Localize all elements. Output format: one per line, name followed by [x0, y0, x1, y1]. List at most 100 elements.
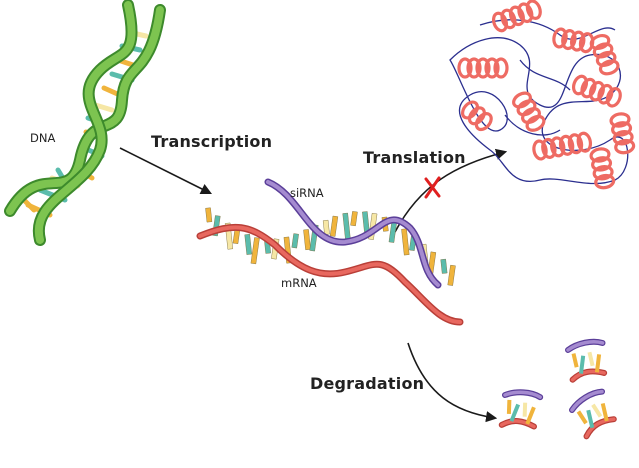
translation-arrow — [394, 148, 508, 233]
alpha-helix — [589, 33, 620, 76]
duplex-base — [232, 228, 241, 244]
helix-turn — [484, 57, 500, 79]
alpha-helix — [532, 131, 593, 161]
helix-turn — [611, 121, 633, 137]
helix-turn — [541, 137, 557, 159]
alpha-helix — [609, 112, 636, 155]
degraded-rna-fragments — [498, 338, 617, 440]
helix-turn — [614, 138, 636, 155]
helix-turn — [525, 0, 542, 20]
transcription-label: Transcription — [151, 132, 273, 151]
degradation-arrow — [407, 342, 498, 423]
sirna-mrna-duplex — [196, 178, 464, 326]
helix-turn — [594, 173, 616, 190]
fragment-base — [509, 403, 521, 422]
alpha-helices — [457, 0, 636, 190]
helix-turn — [532, 139, 548, 161]
fragment-mrna-fill — [500, 419, 536, 429]
protein-structure — [449, 0, 636, 190]
duplex-base — [401, 228, 410, 256]
fragment-base — [600, 403, 609, 422]
alpha-helix — [589, 147, 616, 190]
protein-chain — [449, 19, 629, 185]
helix-turn — [457, 57, 473, 79]
alpha-helix — [512, 91, 546, 132]
fragment-base — [525, 406, 536, 425]
fragment-sirna-fill — [570, 389, 604, 412]
helix-turn — [576, 131, 593, 153]
duplex-base — [447, 264, 456, 286]
fragment-base — [522, 402, 528, 417]
helix-turn — [461, 100, 479, 120]
sirna-strand-fill — [266, 180, 440, 287]
helix-turn — [508, 5, 525, 27]
alpha-helix — [457, 57, 509, 79]
degradation-label: Degradation — [310, 374, 425, 393]
sirna-label: siRNA — [290, 186, 324, 200]
helix-turn — [588, 80, 605, 102]
helix-turn — [466, 57, 482, 79]
fragment-sirna-fill — [503, 390, 542, 399]
helix-turn — [500, 8, 517, 30]
helix-turn — [475, 57, 491, 79]
helix-turn — [571, 74, 589, 96]
duplex-base — [440, 258, 448, 274]
duplex-base — [329, 215, 339, 237]
rna-fragment — [498, 389, 544, 430]
helix-turn — [592, 165, 614, 181]
alpha-helix — [571, 74, 622, 108]
helix-turn — [592, 42, 614, 59]
helix-turn — [570, 30, 586, 52]
helix-turn — [598, 59, 620, 76]
fragment-base — [591, 403, 603, 418]
duplex-base — [322, 219, 330, 235]
helix-turn — [597, 83, 614, 105]
helix-turn — [591, 156, 613, 172]
helix-turn — [612, 130, 634, 146]
fragment-base — [579, 355, 586, 374]
helix-turn — [493, 57, 509, 79]
dna-double-helix — [4, 0, 166, 246]
helix-turn — [552, 27, 568, 49]
helix-turn — [595, 50, 617, 67]
alpha-helix — [552, 27, 595, 54]
helix-turn — [561, 29, 577, 51]
rna-fragment — [569, 388, 617, 440]
duplex-base — [350, 211, 358, 227]
fragment-mrna-fill — [570, 369, 606, 382]
dna-label: DNA — [30, 131, 56, 145]
helix-turn — [605, 87, 622, 108]
transcription-arrow — [119, 147, 213, 195]
fragment-base — [506, 399, 512, 414]
helix-turn — [550, 136, 566, 158]
duplex-base — [342, 212, 351, 240]
translation-label: Translation — [363, 148, 466, 167]
helix-turn — [521, 107, 541, 125]
helix-turn — [467, 106, 486, 126]
fragment-base — [576, 410, 588, 425]
helix-turn — [589, 147, 611, 163]
helix-turn — [558, 134, 575, 156]
helix-turn — [609, 112, 631, 128]
helix-turn — [525, 114, 546, 132]
fragment-base — [594, 354, 602, 373]
mrna-strand-fill — [198, 225, 462, 324]
fragment-base — [586, 409, 595, 429]
duplex-base — [244, 234, 252, 255]
dna-strand-front-fill — [34, 1, 136, 244]
alpha-helix — [491, 0, 542, 33]
duplex-base — [205, 207, 213, 223]
alpha-helix — [461, 100, 493, 132]
fragment-base — [587, 351, 595, 367]
mrna-label: mRNA — [281, 276, 317, 290]
helix-turn — [512, 91, 532, 109]
translation-blocked-x — [424, 176, 441, 199]
rna-fragment — [565, 338, 608, 383]
helix-turn — [474, 112, 493, 132]
helix-turn — [567, 133, 584, 155]
fragment-base — [571, 353, 579, 368]
fragment-mrna-fill — [584, 417, 616, 439]
duplex-base — [388, 221, 397, 243]
